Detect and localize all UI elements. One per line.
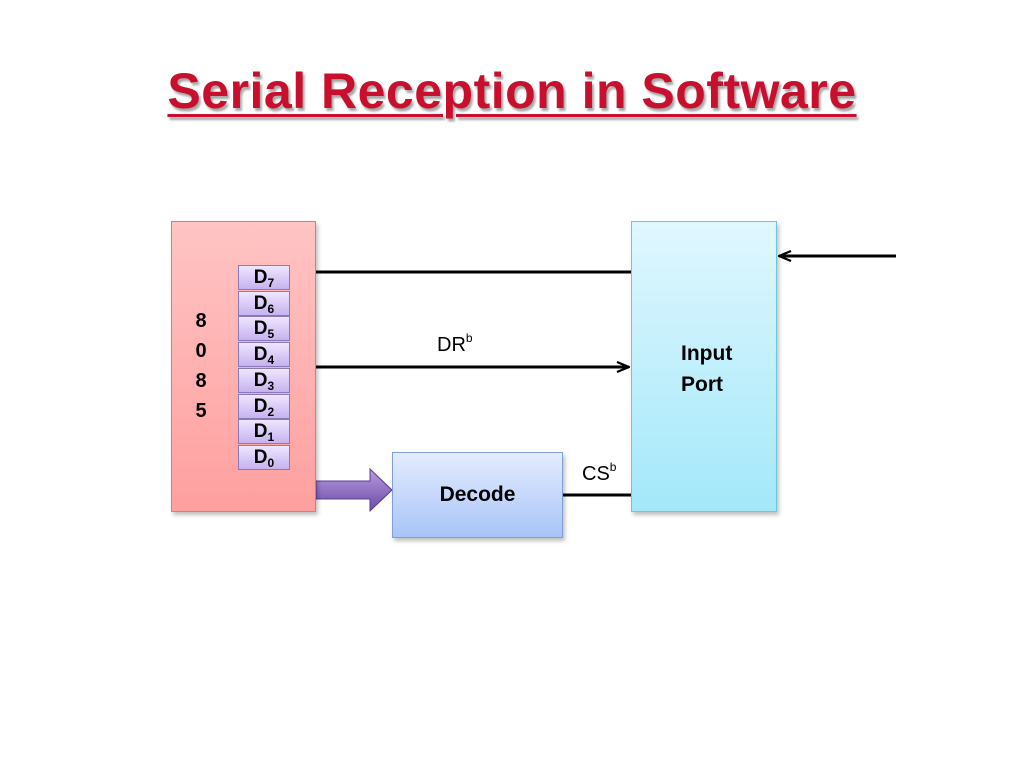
dr-signal-sup: b	[465, 331, 473, 345]
input-port-label-line1: Input	[681, 342, 733, 365]
bit-index: 4	[267, 353, 275, 368]
bit-cell: D4	[238, 342, 290, 368]
bit-index: 7	[267, 276, 275, 290]
dr-signal-label: DRb	[437, 331, 473, 357]
slide-title: Serial Reception in Software	[167, 63, 857, 119]
cs-signal-text: CS	[582, 463, 610, 485]
bit-name: D	[253, 446, 268, 468]
bit-cell: D1	[238, 419, 290, 445]
bit-index: 0	[267, 455, 275, 470]
decode-block: Decode	[392, 452, 563, 538]
input-port-block: Input Port	[631, 221, 777, 512]
bit-name: D	[253, 292, 268, 314]
bit-cell: D5	[238, 316, 290, 342]
bit-cell: D0	[238, 444, 290, 470]
bit-name: D	[253, 318, 268, 340]
bit-index: 3	[267, 378, 275, 393]
input-port-label: Input Port	[681, 338, 761, 400]
bit-cell: D3	[238, 367, 290, 393]
bus-arrow	[315, 467, 393, 513]
bit-name: D	[253, 421, 268, 443]
bit-index: 5	[267, 327, 275, 342]
bit-cell: D7	[238, 265, 290, 290]
bit-name: D	[253, 344, 268, 366]
bit-index: 2	[267, 404, 275, 419]
dr-signal-text: DR	[437, 334, 466, 356]
cpu-label: 8085	[195, 310, 207, 422]
bit-name: D	[253, 267, 268, 288]
bit-index: 1	[267, 430, 275, 445]
cs-signal-label: CSb	[582, 460, 617, 486]
bit-name: D	[253, 369, 268, 391]
bit-name: D	[253, 395, 268, 417]
bit-cell: D2	[238, 393, 290, 419]
cs-signal-sup: b	[609, 460, 617, 474]
bit-index: 6	[267, 301, 275, 316]
input-port-label-line2: Port	[681, 373, 723, 396]
bit-cell: D6	[238, 290, 290, 316]
